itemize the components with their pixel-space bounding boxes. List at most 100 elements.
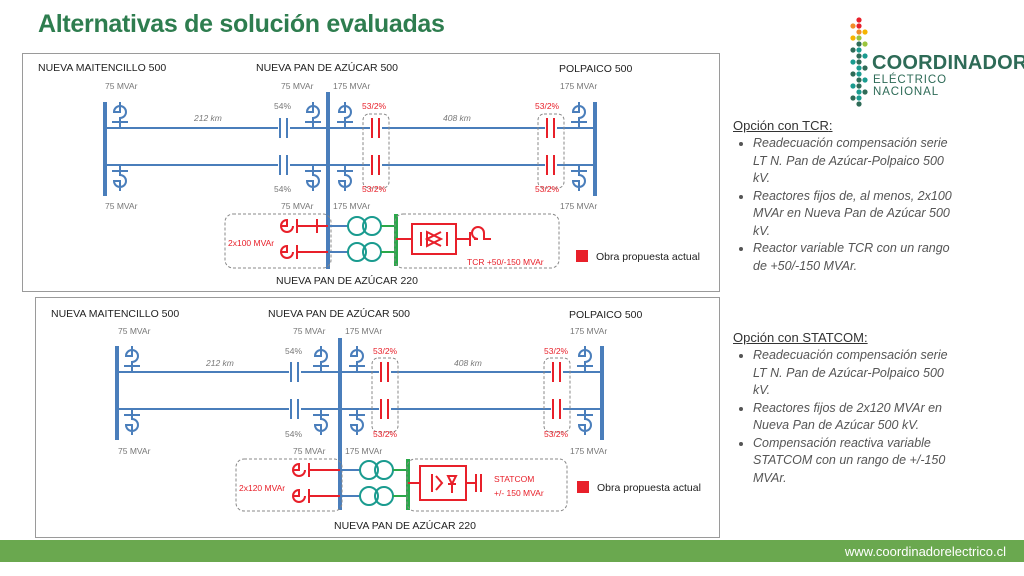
reactor-label: 175 MVAr — [345, 326, 382, 336]
series-capacitor-top — [290, 362, 299, 382]
series-capacitor-bottom — [290, 399, 299, 419]
new-series-capacitor-4 — [552, 399, 561, 419]
statcom-range-label: +/- 150 MVAr — [494, 488, 544, 498]
new-series-capacitor-2 — [371, 155, 380, 175]
new-work-box-right — [537, 113, 565, 189]
reactor-label: 75 MVAr — [281, 201, 314, 211]
reactor-label: 75 MVAr — [293, 326, 326, 336]
reactor-icon — [111, 101, 129, 129]
option-tcr-item: Readecuación compensación serie LT N. Pa… — [753, 135, 963, 188]
new-compensation-label: 53/2% — [373, 346, 398, 356]
footer-bar: www.coordinadorelectrico.cl — [0, 540, 1024, 562]
option-tcr-panel: Opción con TCR: Readecuación compensació… — [733, 118, 963, 275]
logo-text-sub: ELÉCTRICO NACIONAL — [873, 74, 947, 98]
new-work-box-statcom — [406, 458, 568, 512]
statcom-icon — [419, 465, 482, 501]
new-reactors-label: 2x100 MVAr — [228, 238, 274, 248]
new-series-capacitor-4 — [546, 155, 555, 175]
reactor-icon — [570, 101, 588, 129]
new-compensation-label: 53/2% — [362, 184, 387, 194]
bus-label-maitencillo: NUEVA MAITENCILLO 500 — [51, 308, 179, 320]
logo-text-main: COORDINADOR — [872, 52, 1024, 74]
bus-label-220: NUEVA PAN DE AZÚCAR 220 — [276, 274, 418, 287]
new-work-box-left — [362, 113, 390, 189]
coordinador-logo: COORDINADOR ELÉCTRICO NACIONAL — [846, 14, 1024, 114]
reactor-icon — [576, 345, 594, 373]
new-series-capacitor-3 — [552, 362, 561, 382]
new-compensation-label: 53/2% — [373, 429, 398, 439]
reactor-icon — [123, 408, 141, 436]
reactor-label: 175 MVAr — [333, 201, 370, 211]
option-statcom-item: Readecuación compensación serie LT N. Pa… — [753, 347, 963, 400]
compensation-label: 54% — [274, 101, 291, 111]
distance-label: 212 km — [205, 358, 234, 368]
new-compensation-label: 53/2% — [544, 346, 569, 356]
new-reactors-label: 2x120 MVAr — [239, 483, 285, 493]
new-work-box-left — [371, 357, 399, 433]
page-title: Alternativas de solución evaluadas — [38, 10, 445, 38]
new-series-capacitor-2 — [380, 399, 389, 419]
option-tcr-item: Reactores fijos de, al menos, 2x100 MVAr… — [753, 188, 963, 241]
reactor-icon — [336, 164, 354, 192]
bus-label-pan-azucar: NUEVA PAN DE AZÚCAR 500 — [268, 307, 410, 320]
new-work-box-tcr — [394, 213, 560, 269]
option-statcom-heading: Opción con STATCOM: — [733, 330, 868, 345]
compensation-label: 54% — [285, 429, 302, 439]
new-reactor-icon — [307, 219, 318, 233]
new-reactor-icon — [292, 462, 319, 503]
footer-url-link[interactable]: www.coordinadorelectrico.cl — [844, 544, 1006, 559]
transformer-icon — [359, 486, 394, 506]
legend-swatch — [576, 250, 588, 262]
reactor-label: 175 MVAr — [345, 446, 382, 456]
logo-dots-icon — [850, 17, 868, 107]
series-capacitor-top — [279, 118, 288, 138]
reactor-label: 75 MVAr — [105, 81, 138, 91]
new-series-capacitor-1 — [371, 118, 380, 138]
new-work-box-reactors — [224, 213, 332, 269]
new-series-capacitor-3 — [546, 118, 555, 138]
reactor-label: 75 MVAr — [281, 81, 314, 91]
new-compensation-label: 53/2% — [535, 184, 560, 194]
legend-label: Obra propuesta actual — [596, 251, 700, 263]
bus-label-polpaico: POLPAICO 500 — [559, 63, 633, 75]
new-compensation-label: 53/2% — [535, 101, 560, 111]
reactor-icon — [304, 101, 322, 129]
transformer-icon — [347, 216, 382, 236]
option-statcom-item: Reactores fijos de 2x120 MVAr en Nueva P… — [753, 400, 963, 435]
reactor-icon — [312, 345, 330, 373]
reactor-icon — [570, 164, 588, 192]
reactor-icon — [304, 164, 322, 192]
reactor-icon — [123, 345, 141, 373]
new-work-box-reactors — [235, 458, 343, 512]
transformer-icon — [359, 460, 394, 480]
series-capacitor-bottom — [279, 155, 288, 175]
reactor-icon — [111, 164, 129, 192]
reactor-icon — [348, 408, 366, 436]
new-compensation-label: 53/2% — [362, 101, 387, 111]
diagram-statcom: NUEVA MAITENCILLO 500 NUEVA PAN DE AZÚCA… — [35, 297, 720, 538]
reactor-icon — [336, 101, 354, 129]
tcr-label: TCR +50/-150 MVAr — [467, 257, 544, 267]
legend-label: Obra propuesta actual — [597, 482, 701, 494]
diagram-tcr: NUEVA MAITENCILLO 500 NUEVA PAN DE AZÚCA… — [22, 53, 720, 292]
reactor-label: 175 MVAr — [560, 201, 597, 211]
reactor-icon — [348, 345, 366, 373]
legend-swatch — [577, 481, 589, 493]
reactor-icon — [312, 408, 330, 436]
reactor-label: 75 MVAr — [118, 326, 151, 336]
reactor-label: 75 MVAr — [118, 446, 151, 456]
option-statcom-panel: Opción con STATCOM: Readecuación compens… — [733, 330, 963, 487]
distance-label: 408 km — [443, 113, 471, 123]
statcom-label: STATCOM — [494, 474, 534, 484]
tcr-icon — [411, 223, 491, 255]
bus-label-220: NUEVA PAN DE AZÚCAR 220 — [334, 519, 476, 532]
transformer-icon — [347, 242, 382, 262]
new-work-box-right — [543, 357, 571, 433]
distance-label: 408 km — [454, 358, 482, 368]
bus-label-polpaico: POLPAICO 500 — [569, 309, 643, 321]
compensation-label: 54% — [285, 346, 302, 356]
option-statcom-item: Compensación reactiva variable STATCOM c… — [753, 435, 963, 488]
distance-label: 212 km — [193, 113, 222, 123]
reactor-label: 175 MVAr — [333, 81, 370, 91]
option-tcr-item: Reactor variable TCR con un rango de +50… — [753, 240, 963, 275]
